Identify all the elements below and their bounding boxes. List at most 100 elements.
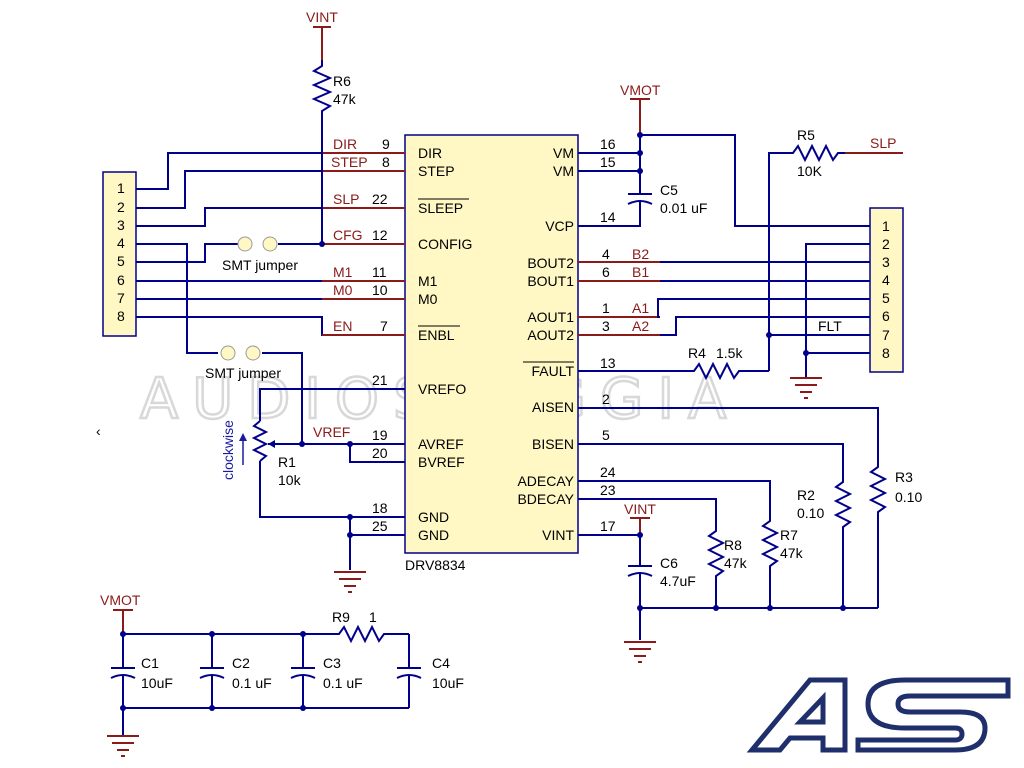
pin-num-4: 4 [602,246,610,262]
ic-pin-vint: VINT [542,527,574,543]
ic-pin-gnd-18: GND [418,509,449,525]
vint-top-power: VINT R6 47k [306,9,357,247]
r8-resistor: R8 47k [706,526,748,608]
r7-ref: R7 [780,527,798,543]
ic-pin-sleep: SLEEP [418,200,463,216]
c3-value: 0.1 uF [323,675,363,691]
ic-pin-step: STEP [418,163,455,179]
r2-value: 0.10 [797,505,824,521]
r4-resistor: R4 1.5k FLT [688,152,870,381]
pin-num-11: 11 [372,264,387,280]
net-label-m0: M0 [333,282,353,298]
left-connector-pin-2: 2 [117,199,125,215]
ic-part-label: DRV8834 [405,557,466,573]
c1-value: 10uF [141,675,173,691]
ground-symbol-right [790,377,822,399]
ic-pin-adecay: ADECAY [517,473,574,489]
left-connector-pin-1: 1 [117,180,125,196]
c6-ref: C6 [660,555,678,571]
pin-num-14: 14 [600,209,616,225]
pin-num-7: 7 [380,318,388,334]
net-label-a1: A1 [632,300,649,316]
ic-right-wires [578,261,879,536]
pin-num-10: 10 [372,282,388,298]
pin-num-25: 25 [372,518,388,534]
net-label-en: EN [333,318,352,334]
r2-resistor: R2 0.10 [797,477,853,608]
ic-pin-dir: DIR [418,145,442,161]
pin-num-1: 1 [602,300,610,316]
r1-ref: R1 [278,454,296,470]
right-connector-pin-3: 3 [882,254,890,270]
ic-pin-m1: M1 [418,273,438,289]
left-connector: 1 2 3 4 5 6 7 8 [102,171,137,337]
ic-pin-bvref: BVREF [418,454,465,470]
net-label-b1: B1 [632,264,649,280]
ic-drv8834: DRV8834 DIR STEP SLEEP CONFIG M1 M0 ENBL… [404,134,579,573]
ic-left-pin-stubs [322,152,405,336]
r4-ref: R4 [688,345,706,361]
vint-mid-power: VINT C6 4.7uF [624,501,878,663]
r6-ref: R6 [333,73,351,89]
r8-ref: R8 [724,537,742,553]
ic-pin-bout1: BOUT1 [527,273,574,289]
pin-num-2: 2 [602,391,610,407]
left-connector-pin-6: 6 [117,272,125,288]
net-label-slp: SLP [333,191,359,207]
r7-value: 47k [780,545,804,561]
c4-ref: C4 [432,655,450,671]
smt-jumper-config: SMT jumper [222,236,298,273]
c5-ref: C5 [660,182,678,198]
pin-num-20: 20 [372,445,388,461]
r8-value: 47k [724,555,748,571]
pin-num-23: 23 [600,482,616,498]
c4-value: 10uF [432,675,464,691]
pin-num-17: 17 [600,518,616,534]
ic-pin-gnd-25: GND [418,527,449,543]
c2-ref: C2 [232,655,250,671]
pin-num-24: 24 [600,464,616,480]
ic-pin-aout2: AOUT2 [527,327,574,343]
vmot-bottom-label: VMOT [100,592,141,608]
right-connector-pin-6: 6 [882,308,890,324]
r5-resistor: SLP R5 10K [787,127,903,179]
ic-ground [334,514,405,593]
ic-right-pin-numbers: 16 15 14 4 6 1 3 13 2 5 24 23 17 B2 B1 A… [600,136,649,534]
ic-pin-aout1: AOUT1 [527,309,574,325]
right-connector-pin-7: 7 [882,327,890,343]
c5-value: 0.01 uF [660,200,707,216]
ic-pin-enbl: ENBL [418,327,455,343]
pin-num-19: 19 [372,427,388,443]
clockwise-label: clockwise [220,420,236,480]
r9-value: 1 [369,609,377,625]
left-connector-pin-4: 4 [117,235,125,251]
net-label-b2: B2 [632,246,649,262]
net-label-cfg: CFG [333,227,363,243]
left-connector-pin-3: 3 [117,217,125,233]
left-connector-pin-8: 8 [117,308,125,324]
vmot-top-power: VMOT C5 0.01 uF [578,82,870,227]
net-label-step: STEP [331,154,368,170]
smt-jumper-vref: SMT jumper [205,345,303,444]
ic-pin-vm-16: VM [553,145,574,161]
right-connector-pin-2: 2 [882,236,890,252]
r5-ref: R5 [797,127,815,143]
r6-value: 47k [333,91,357,107]
r1-potentiometer: R1 10k clockwise [220,388,405,518]
pin-num-18: 18 [372,500,388,516]
r5-value: 10K [797,163,823,179]
ic-pin-vrefo: VREFO [418,381,466,397]
pin-num-22: 22 [372,191,388,207]
net-label-vref: VREF [313,424,350,440]
r3-ref: R3 [895,469,913,485]
pin-num-15: 15 [600,154,616,170]
ic-pin-fault: FAULT [531,363,574,379]
pin-num-5: 5 [602,427,610,443]
ic-pin-bisen: BISEN [532,436,574,452]
vmot-cap-bank: VMOT R9 1 C1 10uF C2 0.1 uF C3 0.1 uF C4… [100,592,464,757]
net-label-a2: A2 [632,318,649,334]
slp-net-label: SLP [870,135,896,151]
pin-num-13: 13 [600,355,616,371]
ic-pin-avref: AVREF [418,436,464,452]
